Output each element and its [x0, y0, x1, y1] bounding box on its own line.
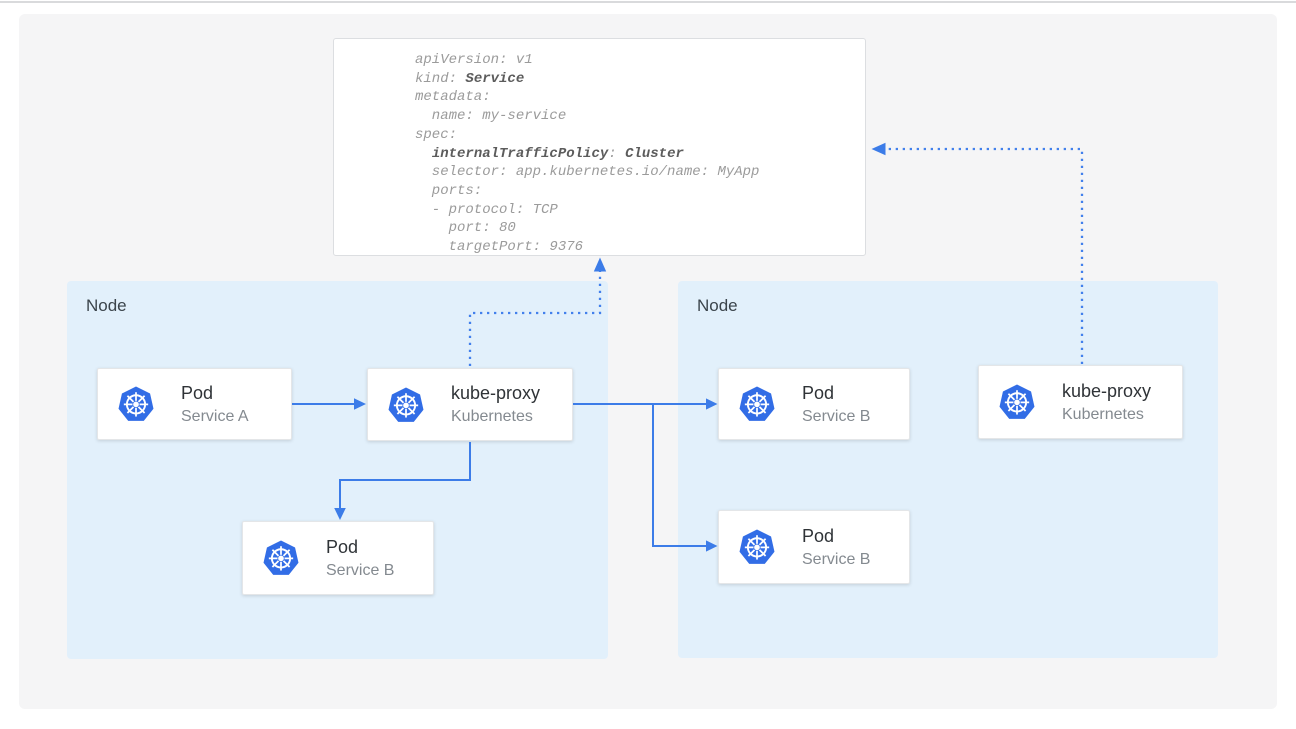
yaml-code-line: - protocol: TCP	[415, 201, 558, 218]
yaml-code-line: targetPort: 9376	[415, 239, 584, 256]
yaml-code-line: name: my-service	[415, 108, 567, 125]
card-subtitle: Service B	[802, 550, 871, 568]
yaml-code-line: internalTrafficPolicy: Cluster	[431, 145, 684, 162]
card-title: kube-proxy	[1062, 380, 1152, 401]
card-pod-service-a: Pod Service A	[97, 368, 292, 440]
card-title: Pod	[326, 536, 359, 557]
card-pod-service-b-left: Pod Service B	[242, 521, 434, 595]
yaml-code: apiVersion: v1 kind: Service metadata: nam…	[334, 39, 865, 257]
node-box-right: Node	[678, 281, 1218, 658]
yaml-code-line: port: 80	[415, 220, 516, 237]
card-title: kube-proxy	[451, 383, 541, 403]
node-label: Node	[697, 296, 738, 315]
kubernetes-icon	[387, 386, 425, 424]
card-subtitle: Kubernetes	[451, 408, 533, 425]
card-kube-proxy-left: kube-proxy Kubernetes	[367, 368, 573, 441]
yaml-code-line: metadata:	[415, 89, 491, 106]
card-title: Pod	[802, 382, 835, 403]
kubernetes-icon	[117, 385, 155, 423]
card-title: Pod	[802, 525, 835, 546]
yaml-code-line: apiVersion: v1	[415, 52, 533, 68]
yaml-code-line: spec:	[415, 126, 458, 143]
card-subtitle: Kubernetes	[1062, 405, 1144, 423]
node-box-left: Node	[67, 281, 608, 659]
card-pod-service-b-right-top: Pod Service B	[718, 368, 910, 440]
kubernetes-icon	[738, 385, 776, 423]
card-pod-service-b-right-bottom: Pod Service B	[718, 510, 910, 584]
yaml-code-line: ports:	[415, 182, 483, 199]
node-label: Node	[86, 296, 127, 315]
card-subtitle: Service A	[181, 407, 249, 425]
kubernetes-icon	[738, 528, 776, 566]
card-title: Pod	[181, 382, 214, 403]
kubernetes-icon	[262, 539, 300, 577]
card-subtitle: Service B	[326, 561, 395, 579]
card-subtitle: Service B	[802, 407, 871, 425]
yaml-code-line: kind: Service	[415, 70, 525, 87]
page-top-divider	[0, 1, 1296, 3]
card-kube-proxy-right: kube-proxy Kubernetes	[978, 365, 1183, 439]
yaml-code-line: selector: app.kubernetes.io/name: MyApp	[415, 164, 760, 181]
service-yaml-card: apiVersion: v1 kind: Service metadata: nam…	[333, 38, 866, 256]
kubernetes-icon	[998, 383, 1036, 421]
